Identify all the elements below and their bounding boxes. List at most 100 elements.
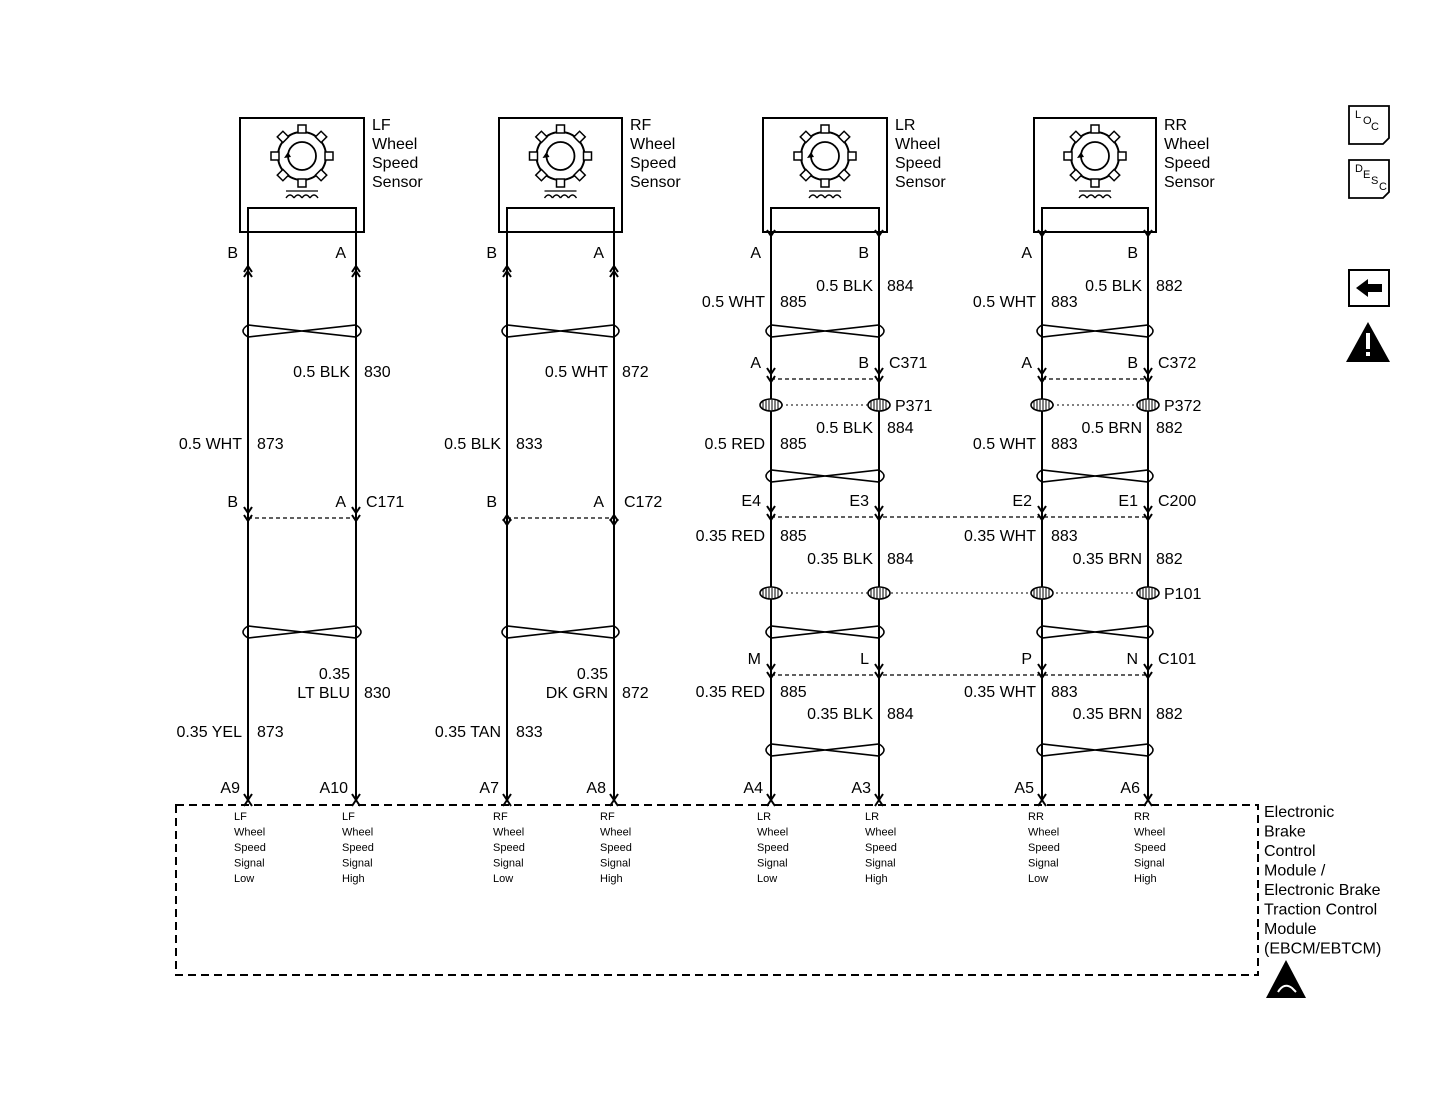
twist-shape [765,469,885,483]
rotation-arrowhead [284,152,291,158]
sensor-title-line: Sensor [1164,174,1215,191]
module-signal-label: Low [1028,873,1048,885]
gear-tooth [1069,130,1083,144]
module-signal-label: Signal [493,858,524,870]
coil-loop [285,194,295,199]
module-signal-label: Low [757,873,777,885]
coil-loop [293,194,303,199]
circuit-number: 883 [1051,436,1078,453]
sensor-title-line: RF [630,117,652,134]
module-signal-label: Wheel [1134,827,1165,839]
module-signal-label: Wheel [234,827,265,839]
sensor-title-line: LR [895,117,915,134]
gear-tooth [555,178,566,188]
pin-arrow [243,514,253,523]
connector-pin-label: N [1126,651,1138,668]
gear-tooth [1069,168,1083,182]
twisted-pair-lr [765,324,885,338]
gear-tooth [297,178,307,188]
circuit-number: 885 [780,436,807,453]
sensor-leads [770,207,880,228]
circuit-number: 830 [364,685,391,702]
gear-tooth [799,168,813,182]
pin-arrow [351,514,361,523]
module-pin-label: A4 [743,780,763,797]
coil-loop [543,194,554,199]
twisted-pair-rf [501,625,620,639]
wire-label-lf: 0.35 YEL 873 [176,724,283,741]
connector-pin-label: B [1127,355,1138,372]
pin-arrow [874,229,884,238]
module-name-line: Electronic [1264,804,1334,821]
circuit-number: 872 [622,364,649,381]
rotation-arrow-icon [1080,141,1110,171]
module-name-line: (EBCM/EBTCM) [1264,941,1381,958]
twisted-pair-lf [242,324,362,338]
circuit-number: 885 [780,294,807,311]
wire-color-label: 0.35 TAN [435,724,501,741]
twist-shape [1036,625,1154,639]
connector-name: C371 [889,355,927,372]
connector-pin-label: A [335,494,346,511]
twisted-pair-rr [1036,625,1154,639]
circuit-number: 882 [1156,420,1183,437]
sensor-box [762,117,888,233]
pin-arrow [609,264,619,273]
pin-arrow [1143,505,1153,514]
gear-tooth [582,151,593,161]
gear-tooth [276,168,290,182]
pin-arrow [766,663,776,672]
pin-arrow [502,264,512,273]
wire-color-label: 0.35 BLK [807,551,873,568]
wire-color-label: 0.35 WHT [964,528,1036,545]
sensor-title-line: Wheel [1164,136,1209,153]
sensor-pin-label: A [593,245,604,262]
circuit-number: 872 [622,685,649,702]
splice-pack-name: P101 [1164,586,1201,603]
pin-arrow [1037,798,1047,807]
gear-tooth [847,151,857,161]
caution-icon [1346,322,1390,362]
wire-color-label: 0.5 BLK [816,278,873,295]
sensor-title-line: Wheel [895,136,940,153]
circuit-number: 885 [780,528,807,545]
pin-arrow [243,506,253,515]
sensor-pin-label: B [486,245,497,262]
connector-pin-label: B [227,494,238,511]
wire-color-label: 0.5 WHT [973,294,1036,311]
sensor-box [1033,117,1157,233]
coil-loop [309,194,319,199]
doc-letter: E [1363,169,1370,181]
gear-tooth [1107,168,1121,182]
sensor-pin-label: B [858,245,869,262]
module-signal-label: Signal [342,858,373,870]
wire-color-label: 0.5 BLK [1085,278,1142,295]
sensor-pin-label: B [1127,245,1138,262]
wire-color-label: 0.35 YEL [176,724,242,741]
gear-tooth [1090,124,1100,134]
wire-label-rf: 0.35 [577,666,608,683]
coil-loop [1086,194,1096,199]
gear-tooth [799,130,813,144]
pin-arrow [1143,229,1153,238]
circuit-number: 882 [1156,278,1183,295]
pin-arrow [502,518,512,527]
circuit-number: 873 [257,724,284,741]
gear-tooth [276,130,290,144]
pin-arrow [766,513,776,522]
twisted-pair-rr [1036,743,1154,757]
sensor-title-line: Sensor [630,174,681,191]
twisted-pair-lf [242,625,362,639]
